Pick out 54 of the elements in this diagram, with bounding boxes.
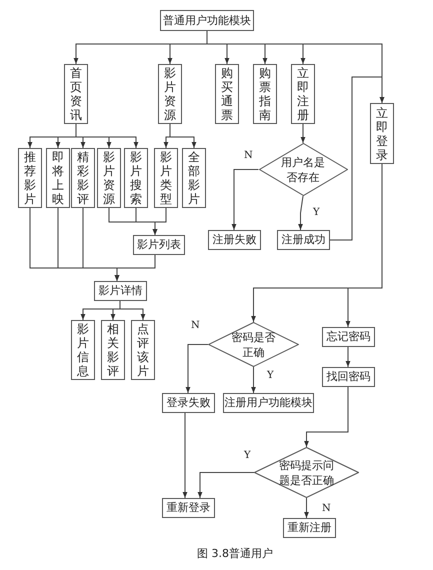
- process-box: 重新登录: [162, 498, 215, 518]
- edge-label: Y: [266, 370, 275, 381]
- arrow: [300, 124, 306, 144]
- process-box: 重新注册: [283, 518, 336, 538]
- arrow: [232, 169, 259, 230]
- arrow: [304, 386, 348, 448]
- process-box: 相关影评: [101, 320, 125, 380]
- decision-diamond: 密码是否正确: [208, 322, 299, 367]
- process-box: 购票指南: [253, 64, 277, 124]
- process-box: 影片搜索: [124, 148, 148, 208]
- process-box: 影片资源: [97, 148, 121, 208]
- decision-diamond: 用户名是否存在: [258, 143, 348, 196]
- arrow: [298, 196, 304, 230]
- process-box: 影片列表: [133, 235, 185, 255]
- process-box: 注册成功: [277, 230, 330, 250]
- process-box: 即将上映: [46, 148, 70, 208]
- arrow: [76, 124, 138, 148]
- process-box: 首页资讯: [64, 64, 88, 124]
- arrow: [114, 254, 156, 282]
- arrow: [170, 124, 196, 148]
- arrow: [152, 208, 166, 236]
- process-box: 找回密码: [322, 367, 375, 387]
- process-box: 普通用户功能模块: [160, 10, 254, 31]
- process-box: 推荐影片: [18, 148, 42, 208]
- caption: 图 3.8普通用户: [197, 546, 273, 561]
- arrow: [182, 412, 188, 498]
- process-box: 登录失败: [162, 393, 215, 413]
- arrow: [251, 366, 256, 394]
- process-box: 精彩影评: [71, 148, 95, 208]
- edge-label: Y: [312, 207, 321, 218]
- arrow: [198, 472, 254, 498]
- process-box: 购买通票: [215, 64, 239, 124]
- process-box: 点评该片: [131, 320, 155, 380]
- arrow: [304, 498, 309, 518]
- process-box: 全部影片: [182, 148, 206, 208]
- process-box: 立即登录: [370, 103, 394, 164]
- process-box: 影片详情: [94, 281, 147, 301]
- edge-label: N: [243, 150, 254, 161]
- edge-label: N: [321, 503, 332, 514]
- process-box: 影片信息: [71, 320, 95, 380]
- process-box: 注册失败: [208, 230, 261, 250]
- process-box: 影片资源: [158, 64, 182, 124]
- arrow: [120, 300, 146, 320]
- arrow: [346, 346, 350, 368]
- process-box: 忘记密码: [322, 327, 375, 347]
- process-box: 注册用户功能模块: [223, 393, 314, 413]
- arrow: [186, 344, 208, 394]
- arrow: [346, 164, 382, 328]
- edge-label: Y: [243, 450, 252, 461]
- process-box: 立即注册: [291, 64, 315, 124]
- arrow: [330, 76, 384, 240]
- process-box: 影片类型: [154, 148, 178, 208]
- edge-label: N: [190, 320, 201, 331]
- decision-diamond: 密码提示问题是否正确: [254, 447, 359, 498]
